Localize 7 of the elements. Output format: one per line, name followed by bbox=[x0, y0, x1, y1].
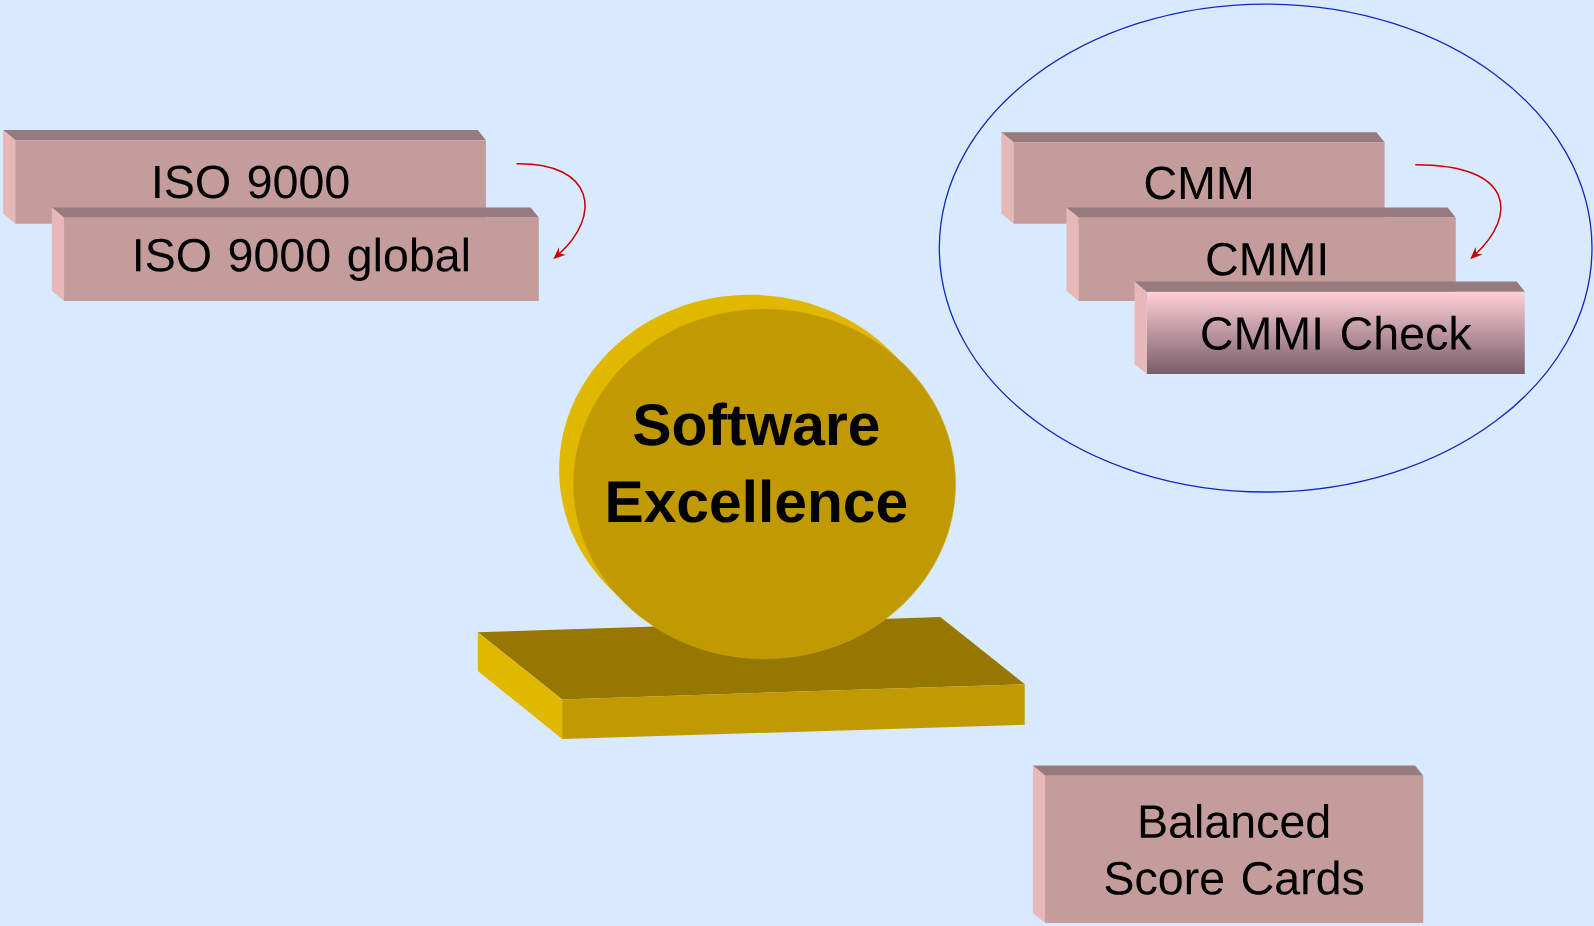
block: Balanced Score Cards bbox=[1032, 765, 1424, 923]
group-ellipse bbox=[938, 3, 1593, 493]
node-label: CMM bbox=[1145, 166, 1251, 200]
block: CMMI Check bbox=[1134, 281, 1525, 375]
block: ISO 9000 global bbox=[51, 207, 539, 301]
trophy-drawing: Software Excellence bbox=[477, 294, 1025, 739]
node-label: ISO 9000 bbox=[155, 165, 349, 199]
